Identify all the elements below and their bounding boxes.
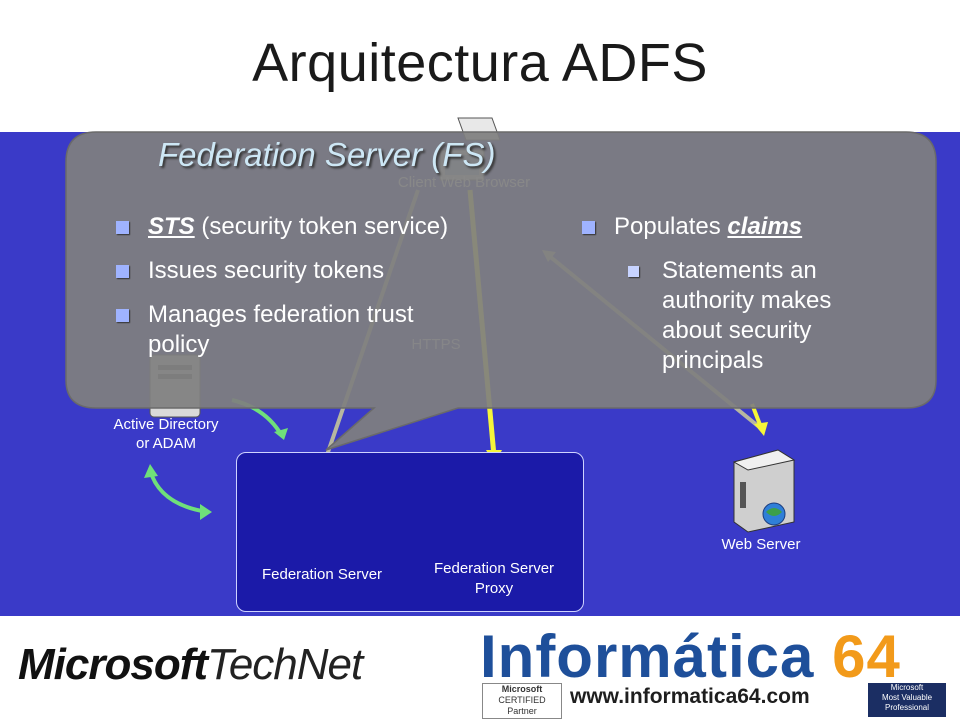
manages-policy-line1: Manages federation trust [148,301,414,328]
informatica64-logo: Informática 64 [480,622,901,691]
statements-line4: principals [662,347,764,374]
bullet-square-icon [582,221,595,234]
cert-certified: CERTIFIED [498,695,546,705]
callout-left-bullets: STS (security token service) Issues secu… [116,212,566,374]
claims-term: claims [727,213,803,240]
microsoft-technet-logo: MicrosoftTechNet [18,640,363,690]
sts-term: STS [148,213,195,240]
active-directory-label-line2: or ADAM [135,435,196,452]
cert-microsoft: Microsoft [501,684,543,694]
mvp-line2: Most Valuable [881,693,933,702]
informatica64-url[interactable]: www.informatica64.com [570,685,810,708]
sub-bullet-square-icon [628,266,639,277]
federation-server-proxy-label-line1: Federation Server [433,560,555,577]
microsoft-certified-partner-badge: Microsoft CERTIFIED Partner [482,683,562,719]
populates-text: Populates [614,213,728,240]
mvp-line1: Microsoft [890,683,924,692]
bullet-sts: STS (security token service) [116,212,566,242]
manages-policy-line2: policy [148,331,210,358]
bullet-issues-tokens: Issues security tokens [116,256,566,286]
bullet-square-icon [116,221,129,234]
web-server-label: Web Server [721,536,801,553]
mvp-line3: Professional [884,703,930,712]
client-browser-label: Client Web Browser [397,174,531,191]
footer [0,616,960,720]
issues-tokens-text: Issues security tokens [148,257,385,284]
informatica-number: 64 [832,623,901,690]
callout-heading: Federation Server (FS) [158,136,496,173]
informatica-name: Informática [480,623,815,690]
statements-line1: Statements an [662,257,817,284]
sub-bullet-statements: Statements an authority makes about securi… [624,256,922,376]
bullet-manages-policy: Manages federation trust policy [116,300,566,360]
web-server-icon [732,449,796,533]
federation-server-label: Federation Server [261,566,383,583]
federation-server-proxy-label-line2: Proxy [474,580,514,597]
arrow-green-ad-top [231,398,288,440]
arrow-yellow-web [750,403,768,436]
mvp-badge: Microsoft Most Valuable Professional [868,683,946,717]
active-directory-label-line1: Active Directory [113,416,219,433]
technet-microsoft-text: Microsoft [18,640,208,689]
bullet-square-icon [116,265,129,278]
technet-text: TechNet [207,640,363,689]
statements-line2: authority makes [662,287,832,314]
arrow-green-ad-fs [144,464,212,520]
bullet-populates-claims: Populates claims [582,212,922,242]
sts-rest: (security token service) [194,213,449,240]
bullet-square-icon [116,309,129,322]
slide-title: Arquitectura ADFS [252,33,708,93]
callout-right-bullets: Populates claims Statements an authority … [582,212,922,390]
federation-servers-box [236,452,584,612]
statements-line3: about security [662,317,812,344]
cert-partner: Partner [507,706,537,716]
